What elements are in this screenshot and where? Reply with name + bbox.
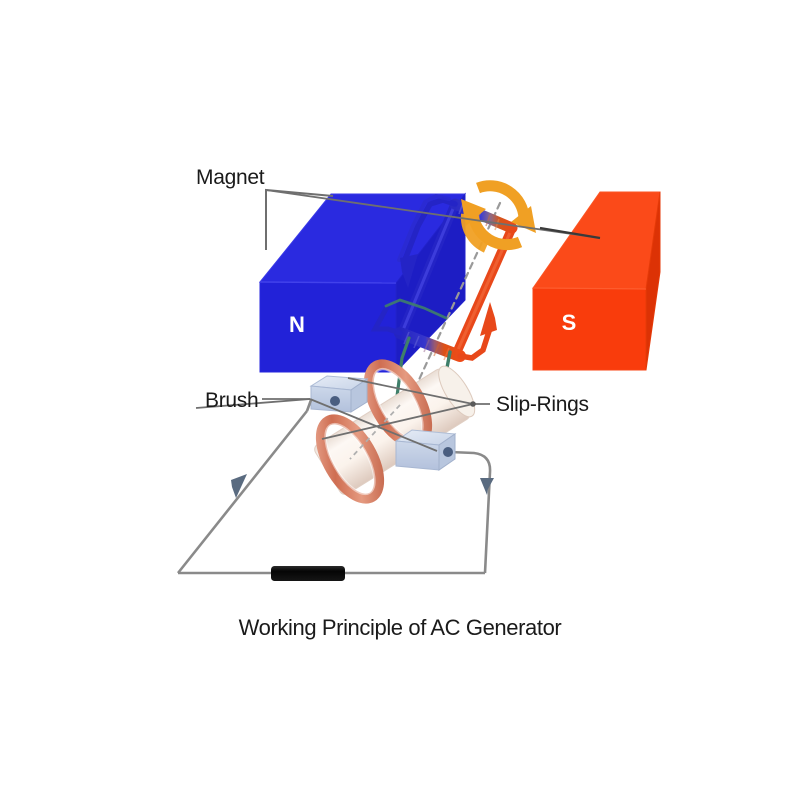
brush-lower — [394, 429, 457, 471]
leader-magnet-long-line — [265, 189, 601, 239]
shaft-axis-dashed-line — [349, 404, 401, 460]
magnet-south-pole-label: S — [562, 310, 577, 335]
armature-coil — [342, 193, 518, 460]
label-brush: Brush — [205, 389, 258, 412]
leader-magnet-tip — [539, 226, 601, 240]
leader-sliprings-branch-lower — [321, 403, 474, 440]
magnet-north-pole-label: N — [289, 312, 305, 337]
rotation-arrowhead-top — [511, 206, 536, 233]
brush-upper-lead-wire — [305, 399, 313, 412]
coil-elbow-upper-left — [401, 197, 458, 265]
leader-brush-branch-lower — [195, 398, 311, 409]
label-slip-rings: Slip-Rings — [496, 393, 589, 416]
magnet-south-side-face — [645, 191, 661, 371]
magnet-south: S — [532, 191, 661, 371]
slip-ring-lower-inner-shadow — [324, 422, 376, 496]
magnet-south-edge-highlight — [532, 287, 647, 290]
leader-sliprings-junction-dot — [470, 401, 476, 407]
slip-ring-lower-torus — [315, 414, 385, 504]
magnet-north: N — [258, 192, 467, 374]
brush-lower-front-face — [395, 440, 440, 471]
leader-brush-branch-upper — [309, 398, 438, 452]
leader-sliprings-branch-upper — [347, 377, 474, 405]
leader-lines — [195, 188, 601, 452]
coil-bottom-winding-ticks — [403, 331, 450, 361]
coil-current-arrowhead-red — [480, 302, 497, 336]
magnet-north-side-face — [395, 192, 466, 374]
coil-elbow-lower-left — [370, 304, 403, 336]
rotation-arc-top — [476, 180, 530, 219]
magnet-south-front-face — [532, 287, 647, 371]
label-magnet: Magnet — [196, 166, 265, 189]
external-circuit — [176, 410, 494, 581]
coil-elbow-lower-right — [457, 319, 495, 361]
resistor-block — [271, 566, 345, 581]
magnet-south-top-face — [532, 191, 661, 290]
coil-side-near-highlight — [401, 202, 457, 332]
brush-upper-contact-dot — [330, 396, 340, 406]
circuit-wire-left — [176, 410, 309, 574]
circuit-wire-right — [449, 450, 492, 574]
coil-brace-wire — [384, 298, 448, 320]
coil-elbow-upper-left-2 — [397, 193, 451, 262]
magnet-north-edge-highlight — [259, 281, 397, 284]
rotor-shaft-end-cap — [438, 365, 476, 418]
coil-current-arrowhead-blue — [400, 254, 418, 288]
brush-upper-side-face — [350, 378, 368, 413]
brush-lower-contact-dot — [443, 447, 453, 457]
current-arrow-right — [480, 478, 494, 495]
slip-ring-lower — [315, 414, 385, 504]
current-arrow-left — [231, 474, 247, 498]
figure-caption: Working Principle of AC Generator — [239, 615, 562, 640]
brush-upper — [309, 375, 369, 413]
